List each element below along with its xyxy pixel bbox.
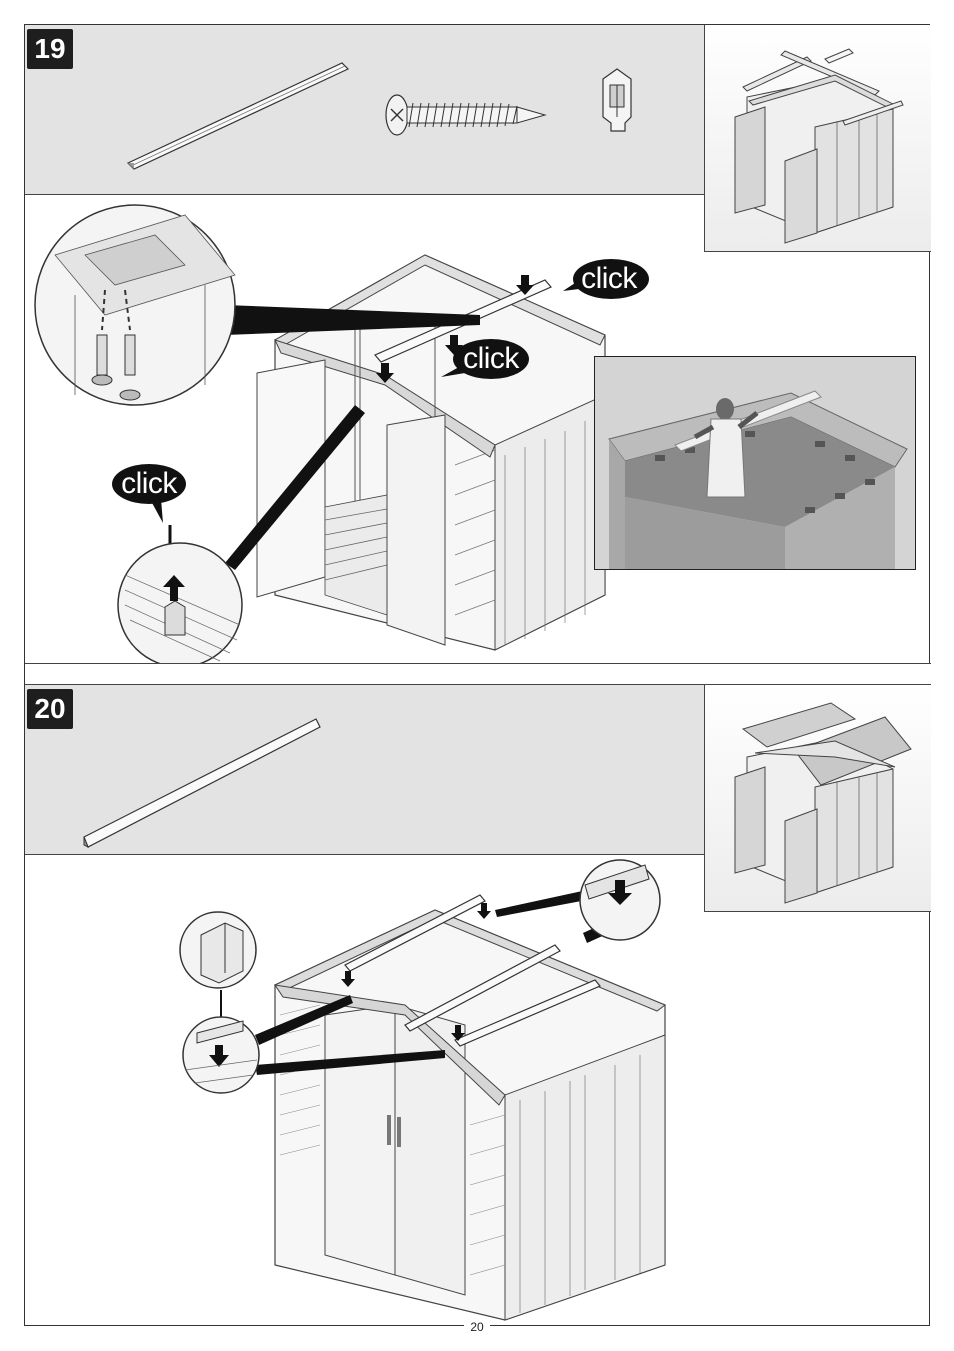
screw-icon [383,91,553,141]
click-label: click [111,463,187,505]
step-number-badge: 20 [27,689,73,729]
step-20: 20 [25,685,931,1327]
roof-clip-icon [597,65,637,135]
click-callout-bottom: click [111,463,187,505]
step-20-parts-band: 20 [25,685,705,855]
click-label: click [569,257,649,301]
page-number-text: 20 [464,1320,489,1334]
click-callout-top: click [569,257,649,301]
step-number-badge: 19 [27,29,73,69]
page-number: 20 [0,1320,954,1334]
click-label: click [451,337,531,381]
roof-rail-icon [120,55,350,170]
step-19-photo [594,356,916,570]
click-callout-middle: click [451,337,531,381]
step-19: 19 [25,25,931,663]
page-frame: 19 [24,24,930,1326]
step-divider [25,663,931,685]
roof-beam-icon [80,715,325,850]
step-20-shed-drawing [25,855,931,1327]
step-19-parts-band: 19 [25,25,705,195]
